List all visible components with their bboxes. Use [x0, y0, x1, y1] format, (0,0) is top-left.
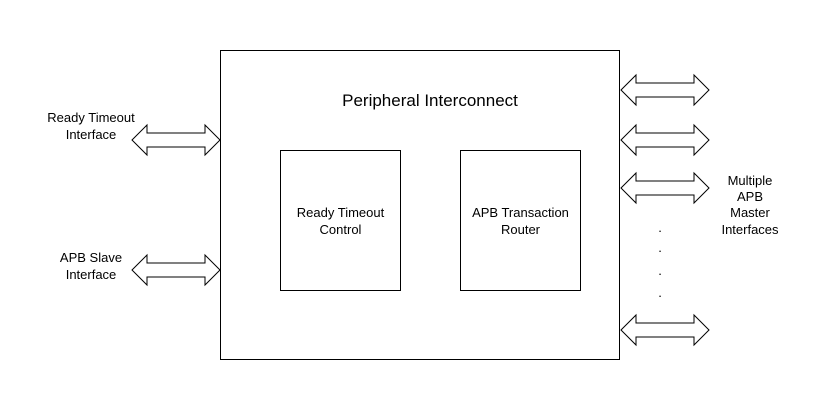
apb-master-interface-arrow-icon — [620, 314, 710, 346]
apb-transaction-router-frame — [460, 150, 581, 291]
peripheral-interconnect-title: Peripheral Interconnect — [342, 91, 518, 110]
ready-timeout-interface-label-line-1: Ready Timeout — [47, 110, 135, 125]
ellipsis-dot: . — [658, 220, 662, 235]
ready-timeout-control-label-line-2: Control — [320, 222, 362, 237]
apb-master-interface-arrow-icon — [620, 124, 710, 156]
ready-timeout-interface-arrow-icon — [131, 124, 221, 156]
apb-transaction-router-label-line-2: Router — [501, 222, 541, 237]
apb-slave-interface: APB Slave Interface — [60, 250, 221, 286]
apb-slave-interface-label-line-1: APB Slave — [60, 250, 122, 265]
apb-transaction-router-label-line-1: APB Transaction — [472, 205, 569, 220]
ready-timeout-interface: Ready Timeout Interface — [47, 110, 221, 156]
apb-slave-interface-label-line-2: Interface — [66, 267, 117, 282]
ready-timeout-control-label-line-1: Ready Timeout — [297, 205, 385, 220]
ellipsis-dot: . — [658, 263, 662, 278]
ellipsis-dot: . — [658, 240, 662, 255]
ready-timeout-control-frame — [280, 150, 401, 291]
ready-timeout-interface-label-line-2: Interface — [66, 127, 117, 142]
apb-slave-interface-arrow-icon — [131, 254, 221, 286]
apb-master-interfaces-label-line-1: Multiple — [728, 173, 773, 188]
apb-master-interface-arrow-icon — [620, 172, 710, 204]
apb-master-interface-arrow-icon — [620, 74, 710, 106]
apb-master-interfaces-label-line-2: APB — [737, 189, 763, 204]
apb-transaction-router-block: APB Transaction Router — [460, 150, 581, 291]
ellipsis-dot: . — [658, 285, 662, 300]
apb-master-interfaces: . . . . Multiple APB Master Interfaces — [620, 74, 779, 346]
ready-timeout-control-block: Ready Timeout Control — [280, 150, 401, 291]
apb-master-interfaces-label-line-4: Interfaces — [721, 222, 779, 237]
apb-master-interfaces-label-line-3: Master — [730, 205, 770, 220]
